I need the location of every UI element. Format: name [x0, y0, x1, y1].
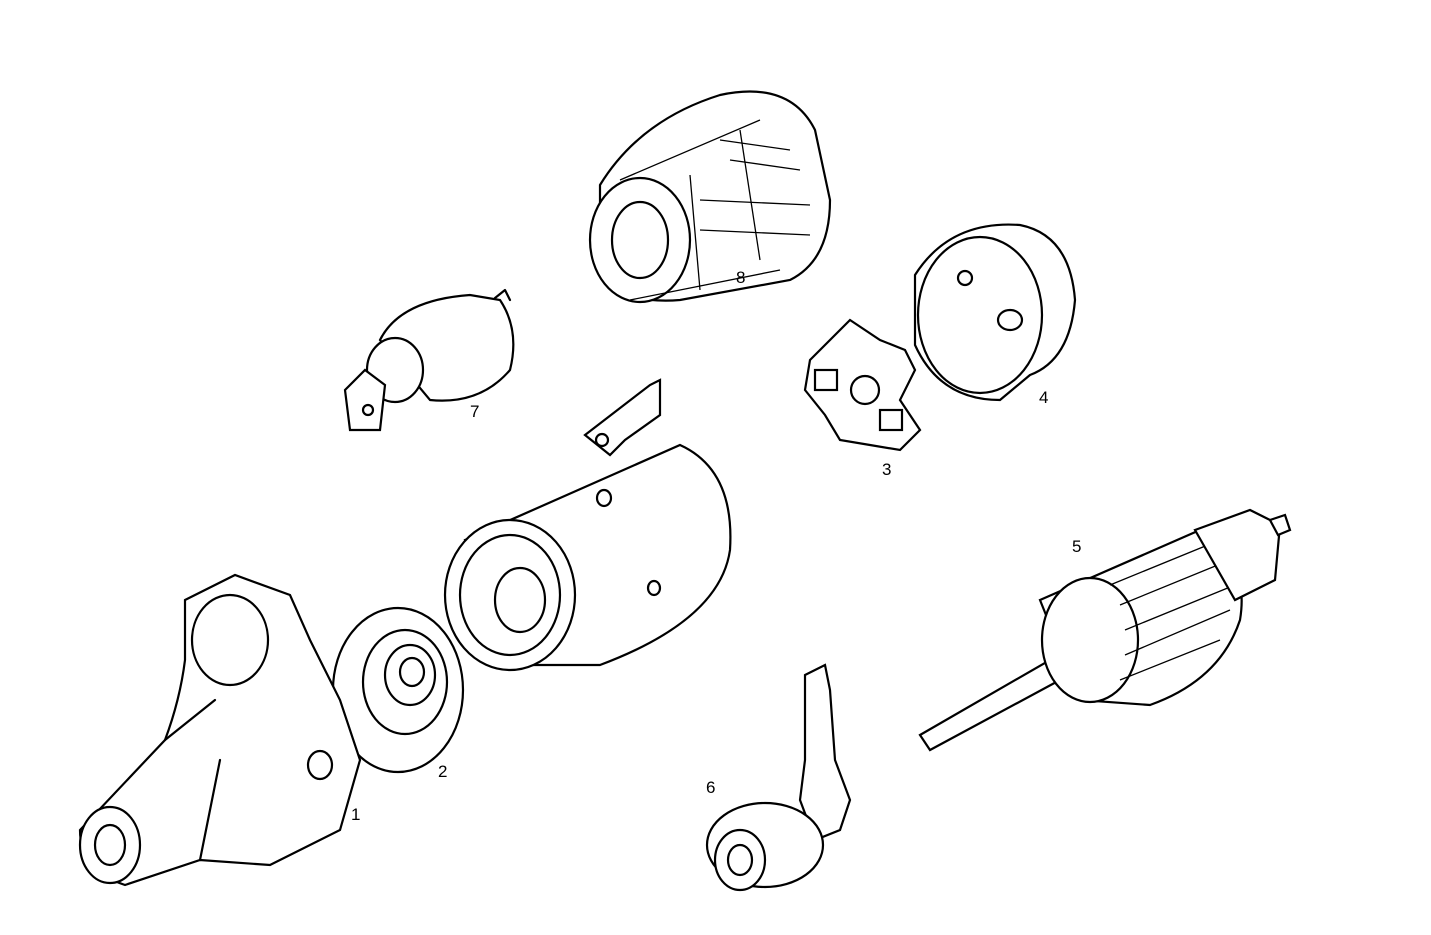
- part-label-1: 1: [351, 805, 361, 824]
- armature-drawing: [918, 508, 1292, 752]
- part-label-2: 2: [438, 762, 448, 781]
- part-label-8: 8: [736, 268, 746, 287]
- field-coils-drawing: [588, 90, 832, 304]
- part-label-3: 3: [882, 460, 892, 479]
- part-label-7: 7: [470, 402, 480, 421]
- bearing-plate-drawing: [331, 606, 465, 774]
- part-label-5: 5: [1072, 537, 1082, 556]
- end-cap-drawing: [913, 223, 1077, 402]
- yoke-housing-drawing: [443, 378, 732, 672]
- solenoid-drawing: [343, 288, 515, 432]
- part-label-6: 6: [706, 778, 716, 797]
- brush-holder-drawing: [803, 318, 922, 452]
- part-label-4: 4: [1039, 388, 1049, 407]
- pinion-drive-drawing: [705, 663, 852, 892]
- drive-end-housing-drawing: [78, 573, 362, 887]
